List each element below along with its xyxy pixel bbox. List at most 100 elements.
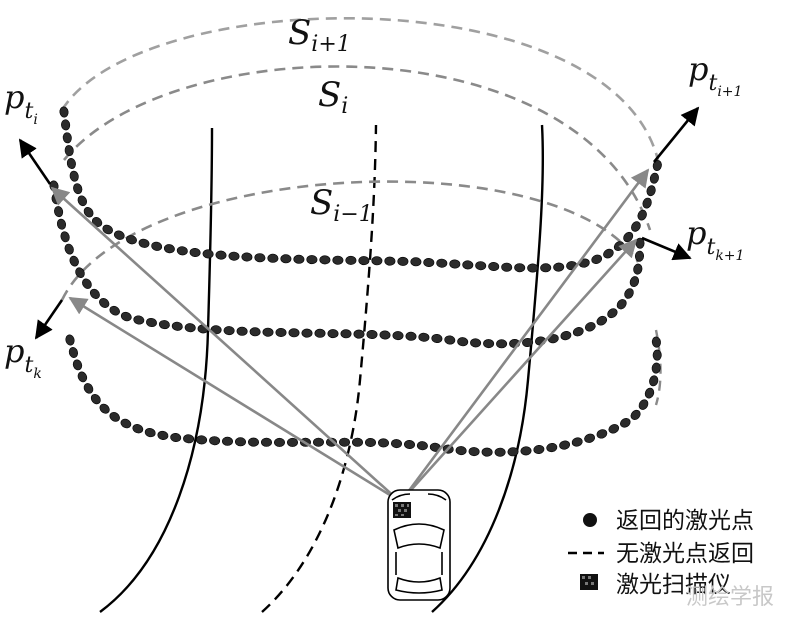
laser-rays [50, 168, 650, 502]
laser-point [68, 347, 78, 358]
laser-point [327, 329, 339, 339]
laser-point [607, 308, 618, 319]
laser-point [89, 288, 100, 299]
laser-point [431, 333, 443, 344]
laser-point [183, 434, 195, 444]
laser-point [468, 447, 480, 457]
label-p-t-i-plus-1: pti+1 [688, 50, 742, 100]
laser-point [514, 263, 526, 273]
laser-point [345, 255, 357, 265]
laser-point [391, 439, 402, 449]
laser-point [60, 231, 70, 243]
laser-point [652, 349, 662, 361]
laser-point [109, 305, 120, 316]
laser-point [82, 278, 92, 289]
scan-arc-inner-dashed [60, 180, 640, 301]
laser-point [496, 339, 508, 349]
road-center-dashed [261, 124, 378, 613]
laser-point [462, 260, 474, 270]
laser-point [64, 145, 74, 157]
laser-point [314, 328, 326, 338]
laser-point [113, 230, 125, 240]
laser-point [481, 447, 493, 457]
laser-point [90, 393, 101, 405]
laser-point [288, 328, 300, 338]
laser-point [235, 437, 246, 447]
scan-arc-outer-dashed [60, 17, 660, 161]
laser-point [72, 359, 83, 371]
laser-point [261, 437, 272, 447]
laser-point [455, 446, 467, 456]
laser-point [75, 267, 85, 278]
road-left-edge [99, 127, 214, 613]
laser-point [228, 251, 240, 261]
dotted-scan-inner [65, 334, 662, 457]
ray-to-p-tk [68, 296, 399, 502]
laser-point [613, 241, 625, 252]
laser-point [457, 337, 469, 347]
laser-point [99, 298, 110, 308]
laser-point [629, 276, 640, 288]
laser-point [423, 257, 435, 268]
journal-watermark: 测绘学报 [686, 585, 774, 610]
laser-point [83, 207, 94, 218]
laser-point [559, 440, 571, 450]
laser-point [338, 437, 350, 447]
arrow-p-ti [18, 138, 52, 185]
laser-point [163, 244, 175, 254]
laser-point [56, 218, 67, 230]
label-s-i-plus-1: Si+1 [288, 13, 351, 57]
laser-point [365, 437, 376, 448]
laser-point [649, 172, 659, 184]
dotted-scan-middle [49, 180, 645, 349]
laser-point [494, 447, 506, 457]
dotted-scan-outer [59, 106, 662, 273]
laser-point [306, 255, 318, 265]
laser-point [379, 330, 391, 340]
laser-point [293, 254, 305, 264]
laser-point [634, 250, 645, 262]
laser-point [416, 441, 428, 451]
arrow-p-tk1 [641, 236, 692, 261]
laser-point [170, 432, 182, 443]
laser-point [507, 447, 519, 457]
laser-point [630, 409, 641, 420]
legend-label-scanner: 激光扫描仪 [616, 572, 731, 598]
laser-point [301, 328, 313, 338]
laser-point [638, 399, 649, 410]
laser-point [62, 132, 72, 144]
ray-to-p-tk1 [401, 238, 638, 501]
laser-point [61, 119, 71, 131]
laser-point [120, 418, 132, 429]
label-p-t-i: pti [4, 78, 38, 128]
laser-point [332, 255, 344, 265]
laser-point [384, 256, 396, 266]
laser-point [189, 247, 201, 258]
laser-point [483, 339, 495, 349]
laser-point [488, 261, 500, 272]
laser-point [236, 326, 248, 336]
laser-point [651, 336, 661, 348]
laser-point [222, 436, 233, 446]
laser-point [584, 433, 596, 443]
laser-point [66, 158, 76, 169]
laser-scanner-icon [393, 502, 411, 518]
laser-point [286, 437, 298, 447]
label-p-t-k-plus-1: ptk+1 [686, 214, 744, 264]
laser-point [553, 262, 565, 272]
laser-point [392, 331, 404, 341]
laser-point [560, 331, 572, 341]
laser-point [596, 315, 608, 326]
label-p-t-k: ptk [4, 332, 42, 382]
ray-to-p-ti1 [400, 168, 650, 501]
laser-point [102, 224, 113, 235]
laser-point [378, 438, 389, 448]
laser-point [449, 259, 461, 269]
laser-point [616, 299, 627, 310]
laser-point [184, 323, 196, 333]
laser-point [280, 254, 292, 264]
laser-point [319, 255, 331, 265]
laser-point [249, 327, 261, 337]
legend-dot-icon [583, 513, 597, 527]
